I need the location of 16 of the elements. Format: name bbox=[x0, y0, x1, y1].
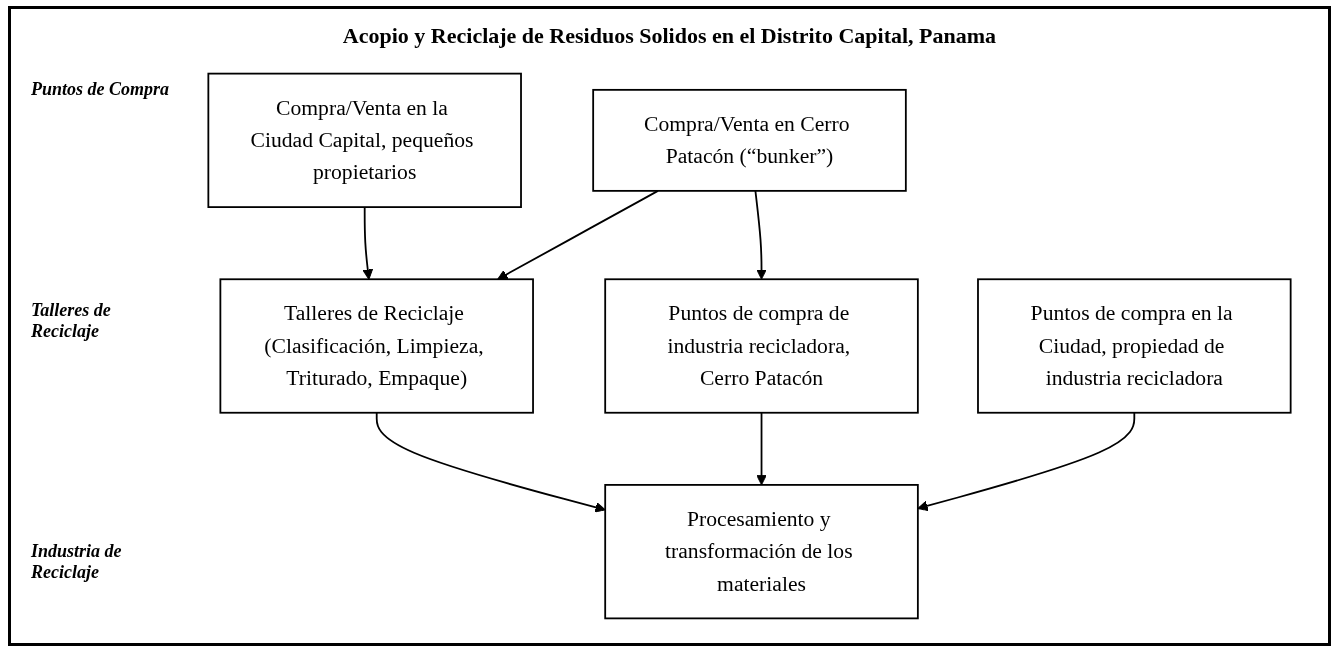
arrow bbox=[497, 189, 659, 280]
node-box: Compra/Venta en Cerro Patacón (“bunker”) bbox=[592, 88, 907, 192]
node-box: Procesamiento y transformación de los materiales bbox=[604, 484, 919, 620]
arrow bbox=[756, 411, 767, 486]
arrow bbox=[754, 189, 767, 280]
node-box: Talleres de Reciclaje (Clasificación, Limpieza, Triturado, Empaque) bbox=[219, 278, 534, 414]
arrow bbox=[362, 206, 374, 280]
node-box: Compra/Venta en la Ciudad Capital, pequeños propietarios bbox=[207, 72, 522, 208]
arrow bbox=[375, 411, 606, 513]
arrow bbox=[917, 411, 1136, 512]
row-label: Industria de Reciclaje bbox=[31, 541, 123, 583]
row-label: Talleres de Reciclaje bbox=[31, 299, 112, 342]
row-label: Puntos de Compra bbox=[31, 79, 171, 100]
node-box: Puntos de compra de industria recicladora, Cerro Patacón bbox=[604, 278, 919, 414]
diagram-title: Acopio y Reciclaje de Residuos Solidos en el Distrito Capital, Panama bbox=[341, 23, 998, 49]
node-box: Puntos de compra en la Ciudad, propiedad de industria recicladora bbox=[977, 278, 1292, 414]
